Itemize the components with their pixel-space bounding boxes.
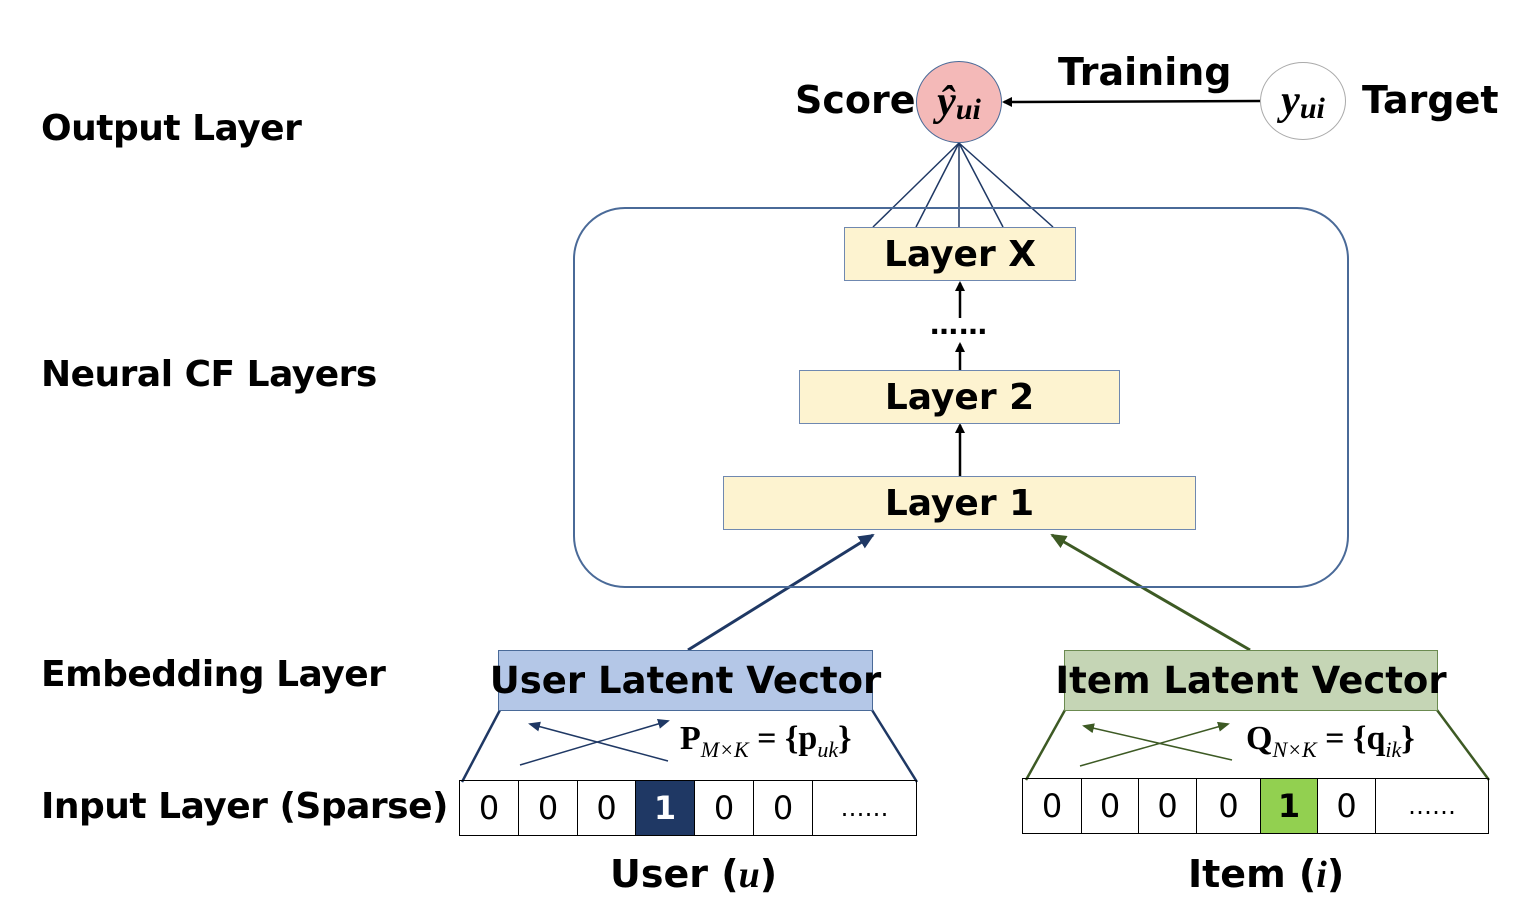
user-matrix-close: } <box>838 720 852 757</box>
item-matrix-eq: = { <box>1316 720 1367 757</box>
item-caption-suffix: ) <box>1326 852 1345 896</box>
target-symbol: y <box>1281 78 1300 124</box>
user-matrix-notation: PM×K = {puk} <box>680 720 852 763</box>
arrow-user-embed-to-layer1 <box>687 533 875 652</box>
item-matrix-close: } <box>1401 720 1415 757</box>
user-matrix-elem: p <box>798 720 818 757</box>
user-trapezoid-right <box>870 709 919 783</box>
item-cell-2: 0 <box>1139 779 1197 833</box>
item-cell-0: 0 <box>1023 779 1082 833</box>
item-caption-prefix: Item ( <box>1188 852 1317 896</box>
user-matrix-elem-sub: uk <box>817 736 839 762</box>
item-trapezoid-left <box>1024 709 1067 781</box>
user-cross-arrow-a <box>519 719 670 766</box>
item-cell-5: 0 <box>1318 779 1376 833</box>
prediction-symbol: ŷ <box>937 79 956 125</box>
item-matrix-dims: N×K <box>1272 736 1317 762</box>
item-latent-vector-box: Item Latent Vector <box>1055 650 1447 711</box>
user-matrix-symbol: P <box>680 720 701 757</box>
item-matrix-notation: QN×K = {qik} <box>1246 720 1415 763</box>
training-arrow <box>1002 96 1261 107</box>
user-cell-4: 0 <box>695 781 754 835</box>
training-label: Training <box>1058 50 1232 94</box>
score-label: Score <box>795 78 916 122</box>
item-matrix-symbol: Q <box>1246 720 1273 757</box>
item-cell-active: 1 <box>1261 779 1318 833</box>
user-caption: User (u) <box>610 852 777 897</box>
item-cell-1: 0 <box>1082 779 1139 833</box>
user-cell-2: 0 <box>578 781 636 835</box>
item-trapezoid-right <box>1435 709 1491 781</box>
layer-2-box: Layer 2 <box>799 370 1120 424</box>
row-label-output: Output Layer <box>41 108 302 149</box>
output-fan-lines <box>872 142 1054 228</box>
row-label-input: Input Layer (Sparse) <box>41 786 448 827</box>
row-label-embedding: Embedding Layer <box>41 654 386 695</box>
user-latent-vector-box: User Latent Vector <box>490 650 881 711</box>
user-cross-arrow-b <box>528 721 669 762</box>
item-cross-arrow-a <box>1079 721 1230 767</box>
user-matrix-dims: M×K <box>700 736 749 762</box>
prediction-subscript: ui <box>955 93 981 126</box>
neural-cf-frame <box>573 207 1349 588</box>
user-caption-prefix: User ( <box>610 852 739 896</box>
user-cell-5: 0 <box>754 781 813 835</box>
user-cell-ellipsis: …… <box>840 794 889 822</box>
row-label-neural: Neural CF Layers <box>41 354 377 395</box>
item-matrix-elem: q <box>1366 720 1386 757</box>
user-cell-active: 1 <box>636 781 695 835</box>
user-matrix-eq: = { <box>748 720 799 757</box>
item-cross-arrow-b <box>1082 723 1233 761</box>
item-caption-var: i <box>1316 854 1327 896</box>
user-caption-var: u <box>738 854 760 896</box>
target-subscript: ui <box>1299 92 1325 125</box>
arrow-item-embed-to-layer1 <box>1050 533 1251 652</box>
user-cell-0: 0 <box>460 781 519 835</box>
item-cell-ellipsis: …… <box>1408 792 1456 820</box>
layer-1-box: Layer 1 <box>723 476 1196 530</box>
item-cell-3: 0 <box>1197 779 1261 833</box>
layer-x-box: Layer X <box>844 227 1076 281</box>
item-caption: Item (i) <box>1188 852 1344 897</box>
target-label: Target <box>1362 78 1499 122</box>
layers-ellipsis: …… <box>930 308 988 341</box>
user-caption-suffix: ) <box>759 852 778 896</box>
user-cell-1: 0 <box>519 781 578 835</box>
user-input-vector: 0 0 0 1 0 0 …… <box>459 780 917 836</box>
item-matrix-elem-sub: ik <box>1385 736 1402 762</box>
item-input-vector: 0 0 0 0 1 0 …… <box>1022 778 1489 834</box>
user-trapezoid-left <box>460 709 502 783</box>
